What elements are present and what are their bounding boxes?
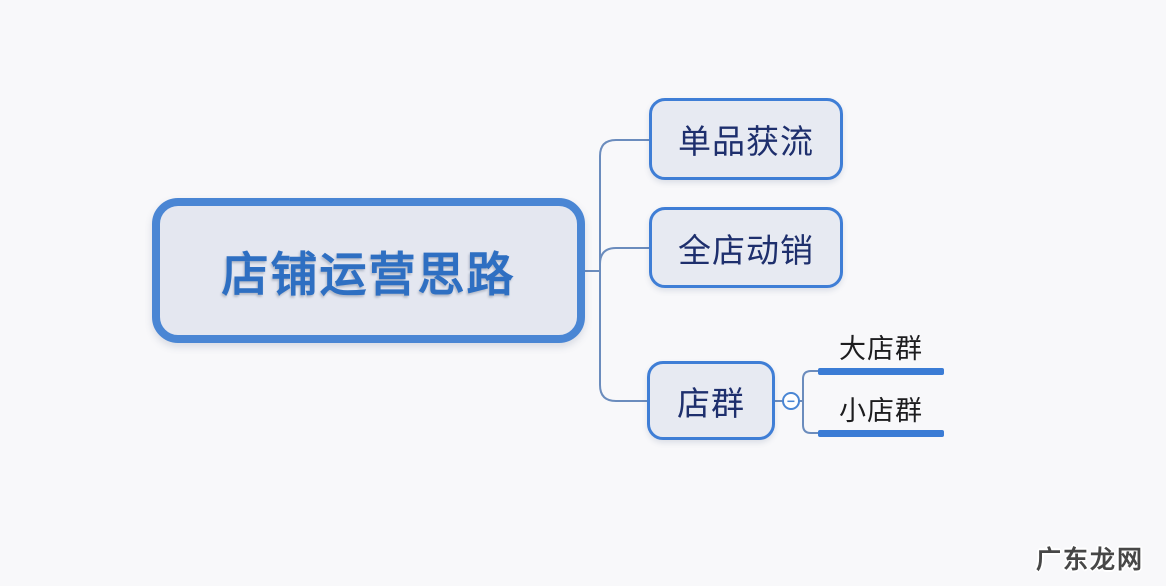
- connector-to-branch-2: [599, 247, 650, 265]
- watermark: 广东龙网: [1035, 546, 1144, 574]
- branch-node-label: 单品获流: [678, 123, 814, 160]
- branch-node-dianqun[interactable]: 店群: [647, 361, 775, 440]
- connector-to-branch-1: [599, 139, 650, 272]
- leaf-node-xiaodianqun[interactable]: 小店群: [818, 390, 944, 426]
- leaf-node-dadianqun[interactable]: 大店群: [818, 328, 944, 364]
- leaf-node-label: 大店群: [839, 333, 923, 364]
- branch-node-quandian-dongxiao[interactable]: 全店动销: [649, 207, 843, 288]
- branch-node-label: 店群: [677, 384, 745, 422]
- leaf-underline: [818, 368, 944, 375]
- root-node-label: 店铺运营思路: [221, 248, 516, 301]
- branch-node-label: 全店动销: [678, 231, 814, 269]
- branch-node-danpin-huoliu[interactable]: 单品获流: [649, 98, 843, 180]
- connector-to-branch-3: [599, 270, 648, 402]
- leaf-underline: [818, 430, 944, 437]
- connector-to-leaf-1: [799, 370, 820, 402]
- connector-to-leaf-2: [802, 400, 820, 434]
- root-node[interactable]: 店铺运营思路: [152, 198, 585, 343]
- leaf-node-label: 小店群: [839, 395, 923, 426]
- collapse-minus-glyph: −: [786, 393, 796, 409]
- collapse-minus-icon[interactable]: −: [782, 392, 800, 410]
